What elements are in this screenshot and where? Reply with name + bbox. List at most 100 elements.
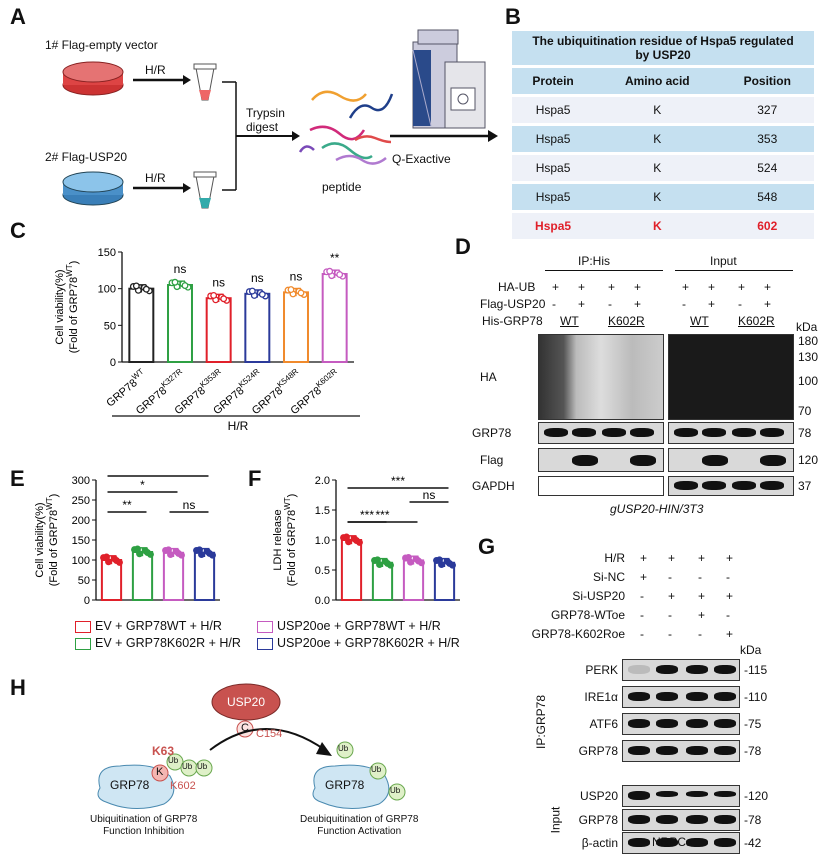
protein-band xyxy=(714,815,736,824)
row-label-ha-ub: HA-UB xyxy=(498,280,536,294)
blot-strip xyxy=(622,785,740,807)
sign-cell: - xyxy=(698,570,702,584)
flag-blot-ip xyxy=(538,448,664,472)
sign-cell: + xyxy=(634,280,642,294)
protein-band xyxy=(656,692,678,701)
data-point xyxy=(181,282,189,289)
sign-cell: + xyxy=(682,280,690,294)
grp78-band xyxy=(702,428,726,437)
table-row-highlight: Hspa5 K 602 xyxy=(512,213,814,239)
blot-label-grp78: GRP78 xyxy=(472,426,512,440)
protein-band xyxy=(656,791,678,797)
sign-cell: + xyxy=(764,280,772,294)
legend-label: EV + GRP78WT + H/R xyxy=(95,619,222,633)
hr-label-1: H/R xyxy=(145,63,166,77)
row-label-his-grp78: His-GRP78 xyxy=(482,314,543,328)
sign-cell: - xyxy=(668,608,672,622)
cell-amino-acid: K xyxy=(653,190,662,204)
sign-cell: - xyxy=(698,627,702,641)
data-point xyxy=(353,537,360,545)
condition-label: Si-NC xyxy=(593,570,625,584)
protein-band xyxy=(628,692,650,701)
grp78-band xyxy=(674,428,698,437)
marker-70: 70 xyxy=(798,404,812,418)
bar xyxy=(340,539,363,601)
k-label: K xyxy=(156,766,164,778)
caption-g: NRPCs xyxy=(652,835,693,849)
ub-label: Ub xyxy=(168,756,179,765)
bar xyxy=(128,287,155,364)
sign-cell: + xyxy=(634,297,642,311)
data-point xyxy=(196,546,203,554)
gapdh-band xyxy=(702,481,726,490)
marker-180: 180 xyxy=(798,334,819,348)
marker-100: 100 xyxy=(798,374,819,388)
significance-label: *** xyxy=(360,508,374,522)
legend-label: USP20oe + GRP78K602R + H/R xyxy=(277,636,460,650)
flag-band xyxy=(572,455,598,466)
protein-band xyxy=(656,838,678,847)
grp78-band xyxy=(572,428,596,437)
ip-bracket xyxy=(545,270,663,271)
data-point xyxy=(134,545,141,553)
sign-cell: - xyxy=(552,297,556,311)
cell-protein: Hspa5 xyxy=(535,132,571,146)
usp20-label: USP20 xyxy=(227,695,266,709)
flag-band xyxy=(630,455,656,466)
protein-band xyxy=(686,719,708,728)
panel-g: H/R++++Si-NC+---Si-USP20-+++GRP78-WToe--… xyxy=(530,545,825,855)
flag-band xyxy=(760,455,786,466)
grp78-band xyxy=(732,428,756,437)
sign-cell: - xyxy=(668,570,672,584)
significance-label: ns xyxy=(183,498,196,512)
ip-group-bracket: IP:GRP78 xyxy=(534,665,570,783)
bar xyxy=(283,291,309,363)
ip-group-label: IP:GRP78 xyxy=(534,694,549,750)
legend-swatch xyxy=(257,637,273,650)
y-axis-label: Cell viability(%)(Fold of GRP78WT) xyxy=(34,494,60,587)
ha-blot-ip xyxy=(538,334,664,420)
sign-cell: + xyxy=(698,551,706,565)
header-amino-acid: Amino acid xyxy=(624,74,690,88)
data-point xyxy=(132,282,140,290)
protein-band xyxy=(686,815,708,824)
marker-label: -78 xyxy=(744,744,762,758)
sign-cell: + xyxy=(708,280,716,294)
sign-cell: + xyxy=(578,280,586,294)
y-tick-label: 1.0 xyxy=(315,535,330,547)
marker-120: 120 xyxy=(798,453,819,467)
blot-label: β-actin xyxy=(581,836,618,850)
cell-protein: Hspa5 xyxy=(535,103,571,117)
marker-130: 130 xyxy=(798,350,819,364)
legend-item: USP20oe + GRP78WT + H/R xyxy=(257,619,441,633)
y-tick-label: 50 xyxy=(104,320,116,332)
sign-cell: + xyxy=(726,589,734,603)
kda-label-d: kDa xyxy=(796,320,818,334)
y-tick-label: 1.5 xyxy=(315,505,330,517)
sign-cell: - xyxy=(640,608,644,622)
data-point xyxy=(175,549,182,557)
data-point xyxy=(210,291,218,299)
sign-cell: + xyxy=(608,280,616,294)
y-tick-label: 0 xyxy=(84,595,90,607)
gapdh-blot-ip xyxy=(538,476,664,496)
y-axis-label: Cell viability(%)(Fold of GRP78WT) xyxy=(54,261,80,354)
sign-cell: + xyxy=(764,297,772,311)
grp78-band xyxy=(602,428,626,437)
panel-d: IP:His Input HA-UB Flag-USP20 His-GRP78 … xyxy=(460,250,825,520)
workflow-diagram xyxy=(62,29,498,209)
grp78-label-left: GRP78 xyxy=(110,778,150,792)
his-wt-2: WT xyxy=(690,314,709,328)
blot-label: PERK xyxy=(585,663,618,677)
sign-cell: + xyxy=(668,589,676,603)
blot-label-flag: Flag xyxy=(480,453,504,467)
protein-band xyxy=(686,838,708,847)
protein-band xyxy=(714,692,736,701)
table-title: The ubiquitination residue of Hspa5 regu… xyxy=(512,31,814,65)
data-point xyxy=(336,271,344,278)
blot-label-ha: HA xyxy=(480,370,497,384)
blot-strip xyxy=(622,809,740,831)
sign-cell: - xyxy=(668,627,672,641)
